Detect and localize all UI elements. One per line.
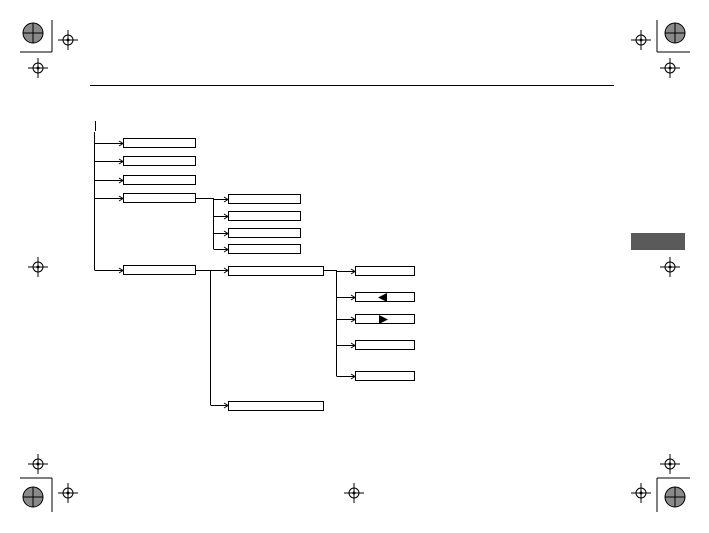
crosshair-dot bbox=[66, 38, 70, 42]
crosshair-dot bbox=[66, 491, 70, 495]
level3-box-f1 bbox=[355, 266, 415, 276]
level2-box-d1 bbox=[228, 194, 301, 204]
triangle-right-icon bbox=[379, 315, 388, 324]
crosshair-dot bbox=[668, 462, 672, 466]
level1-box-e bbox=[123, 265, 196, 275]
level2-box-d4 bbox=[228, 244, 301, 254]
level2-box-e2 bbox=[228, 401, 324, 411]
level1-box-c bbox=[123, 175, 196, 185]
level3-box-f5 bbox=[355, 371, 415, 381]
crosshair-dot bbox=[668, 66, 672, 70]
triangle-left-icon bbox=[378, 293, 387, 302]
text-cursor-mark bbox=[95, 121, 96, 131]
crosshair-dot bbox=[352, 491, 356, 495]
level2-box-d2 bbox=[228, 211, 301, 221]
crosshair-dot bbox=[36, 66, 40, 70]
level1-box-d bbox=[123, 193, 196, 203]
crosshair-dot bbox=[639, 491, 643, 495]
level2-box-d3 bbox=[228, 228, 301, 238]
crosshair-dot bbox=[36, 265, 40, 269]
level1-box-b bbox=[123, 156, 196, 166]
level2-box-e1 bbox=[228, 266, 324, 276]
crosshair-dot bbox=[668, 265, 672, 269]
crosshair-dot bbox=[36, 462, 40, 466]
level1-box-a bbox=[123, 138, 196, 148]
level3-box-f4 bbox=[355, 340, 415, 350]
crosshair-dot bbox=[639, 38, 643, 42]
section-side-tab bbox=[631, 233, 685, 250]
